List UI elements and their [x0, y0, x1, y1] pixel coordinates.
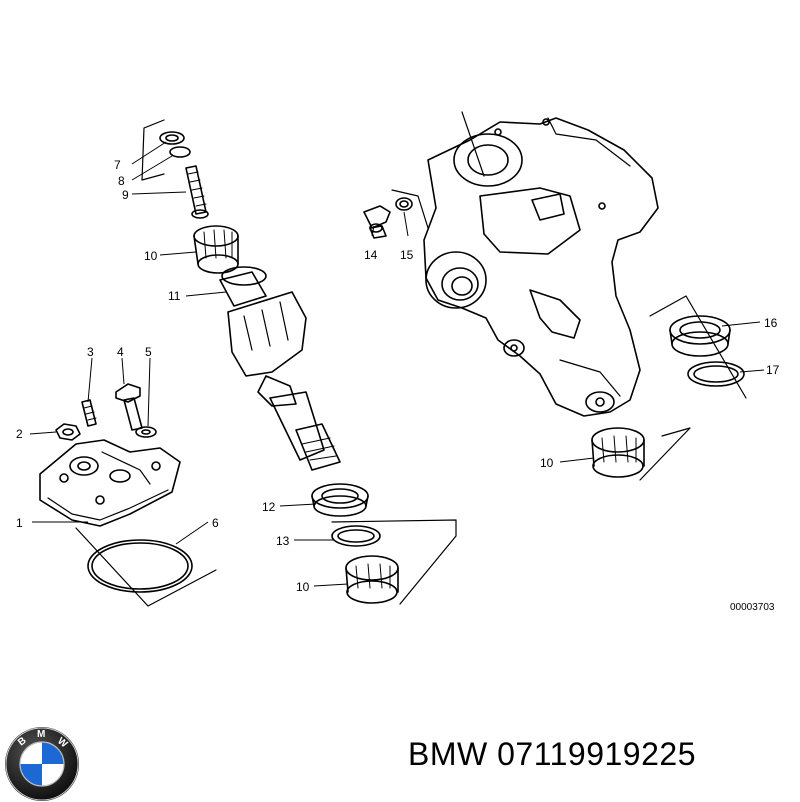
callout-4: 4	[117, 345, 124, 359]
bracket-left	[75, 527, 217, 607]
circlip	[331, 525, 381, 547]
callout-12: 12	[262, 500, 276, 514]
callout-17: 17	[766, 363, 780, 377]
sealing-washer	[135, 426, 157, 438]
hex-nut	[55, 423, 81, 441]
svg-text:M: M	[37, 729, 45, 740]
needle-bearing-upper	[193, 225, 239, 274]
part-number-label: BMW 07119919225	[408, 736, 696, 772]
callout-11: 11	[168, 289, 181, 303]
reference-code: 00003703	[730, 602, 775, 613]
needle-bearing-right	[591, 427, 645, 478]
callout-9: 9	[122, 188, 129, 202]
bleed-washer	[395, 197, 413, 211]
bleed-screw	[363, 205, 391, 239]
shaft-seal	[311, 483, 369, 517]
bracket-bleed	[391, 189, 429, 229]
callout-15: 15	[400, 248, 414, 262]
lock-washer	[159, 131, 185, 145]
callout-1: 1	[16, 516, 23, 530]
set-screw	[81, 399, 97, 427]
bmw-logo-icon: B M W	[5, 727, 79, 801]
bracket-right	[639, 295, 747, 481]
housing-seal	[669, 315, 731, 357]
callout-3: 3	[87, 345, 94, 359]
steering-gear-housing	[423, 111, 659, 417]
callout-5: 5	[145, 345, 152, 359]
callout-7: 7	[114, 158, 121, 172]
bracket-lower	[331, 519, 457, 605]
callout-8: 8	[118, 174, 125, 188]
adjusting-screw	[185, 165, 209, 219]
callout-10-right: 10	[540, 456, 554, 470]
callout-13: 13	[276, 534, 290, 548]
o-ring-small	[169, 146, 191, 158]
callout-16: 16	[764, 316, 778, 330]
callout-2: 2	[16, 427, 23, 441]
cover-plate	[39, 439, 181, 527]
bracket-top	[141, 119, 165, 181]
callout-10-lower: 10	[296, 580, 310, 594]
callout-6: 6	[212, 516, 219, 530]
needle-bearing-lower	[345, 555, 399, 604]
housing-circlip	[687, 361, 745, 387]
o-ring-large	[87, 539, 193, 593]
callout-14: 14	[364, 248, 378, 262]
pinion-shaft	[219, 266, 341, 471]
callout-10-upper: 10	[144, 249, 158, 263]
hex-bolt	[115, 383, 143, 431]
